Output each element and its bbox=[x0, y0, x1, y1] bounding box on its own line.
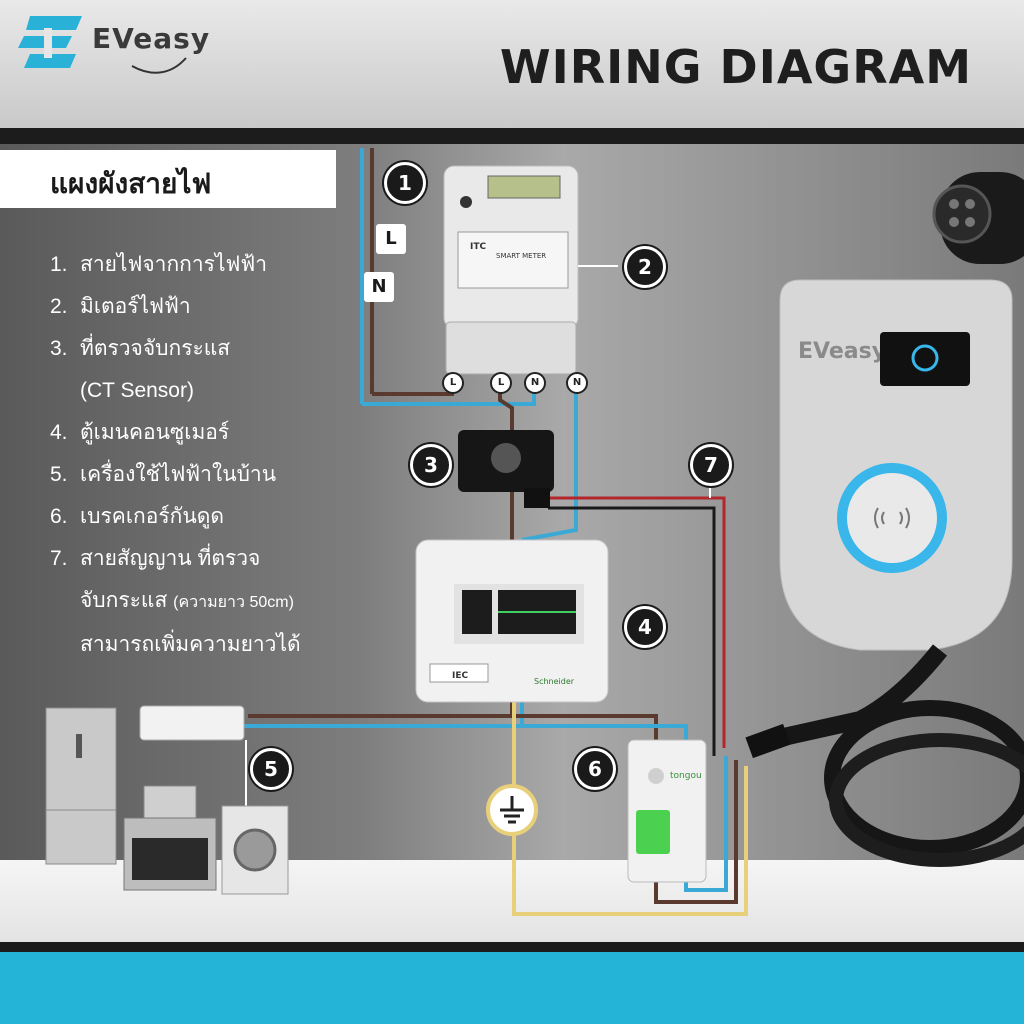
badge-6: 6 bbox=[574, 748, 616, 790]
legend-item-continuation: จับกระแส (ความยาว 50cm) bbox=[80, 589, 294, 612]
live-line-label: L bbox=[376, 224, 406, 254]
charger-brand: EVeasy bbox=[798, 339, 886, 364]
rcbo-live-in-wire bbox=[512, 714, 658, 748]
consumer-unit: IEC Schneider bbox=[415, 539, 609, 703]
rcbo-brand: tongou bbox=[670, 771, 702, 781]
meter-label: SMART METER bbox=[496, 252, 546, 260]
earth-ground-icon bbox=[486, 784, 538, 836]
appliance-neutral-wire bbox=[244, 700, 524, 728]
badge-7: 7 bbox=[690, 444, 732, 486]
logo-icon bbox=[18, 16, 82, 68]
header-band bbox=[0, 0, 1024, 128]
ct-signal-black-wire bbox=[548, 506, 716, 756]
legend-item: 5.เครื่องใช้ไฟฟ้าในบ้าน bbox=[50, 463, 277, 486]
legend-list: 1.สายไฟจากการไฟฟ้า 2.มิเตอร์ไฟฟ้า 3.ที่ต… bbox=[50, 244, 301, 666]
charger-cable-coil bbox=[824, 700, 1024, 856]
footer-band bbox=[0, 952, 1024, 1024]
legend-heading: แผงผังสายไฟ bbox=[50, 167, 212, 200]
panel-brand: Schneider bbox=[534, 677, 575, 686]
page-title: WIRING DIAGRAM bbox=[499, 40, 972, 94]
legend-item-continuation: (CT Sensor) bbox=[80, 379, 194, 402]
meter-live-in-wire bbox=[372, 380, 454, 396]
legend-item-continuation: สามารถเพิ่มความยาวได้ bbox=[80, 633, 301, 656]
legend-item: 4.ตู้เมนคอนซูเมอร์ bbox=[50, 421, 230, 444]
meter-terminal: L bbox=[490, 372, 512, 394]
badge-4: 4 bbox=[624, 606, 666, 648]
meter-neutral-out-wire bbox=[521, 380, 578, 542]
cable-gland bbox=[745, 723, 791, 759]
legend-item: 6.เบรคเกอร์กันดูด bbox=[50, 505, 224, 528]
meter-terminal: N bbox=[566, 372, 588, 394]
microwave bbox=[143, 785, 197, 821]
ct-signal-red-wire bbox=[548, 496, 726, 748]
charging-plug-icon bbox=[932, 172, 1024, 264]
footer-divider bbox=[0, 942, 1024, 952]
neutral-line-label: N bbox=[364, 272, 394, 302]
charger-neutral-wire bbox=[684, 756, 728, 892]
meter-terminal: N bbox=[524, 372, 546, 394]
badge-2: 2 bbox=[624, 246, 666, 288]
legend-heading-box bbox=[0, 150, 336, 208]
air-conditioner bbox=[139, 705, 245, 741]
refrigerator bbox=[45, 707, 117, 865]
logo-cord-icon bbox=[131, 57, 187, 74]
ev-charger: EVeasy bbox=[779, 279, 1013, 651]
meter-brand: ITC bbox=[470, 242, 486, 252]
nfc-wave-icon bbox=[874, 507, 910, 529]
charger-live-wire bbox=[654, 760, 738, 904]
appliances bbox=[45, 705, 289, 895]
legend-item: 1.สายไฟจากการไฟฟ้า bbox=[50, 253, 268, 276]
legend-item: 2.มิเตอร์ไฟฟ้า bbox=[50, 295, 191, 318]
legend-item: 3.ที่ตรวจจับกระแส bbox=[50, 337, 231, 360]
header-divider bbox=[0, 128, 1024, 144]
electric-meter: ITC SMART METER bbox=[443, 165, 618, 375]
badge-1: 1 bbox=[384, 162, 426, 204]
brand-logo-text: EVeasy bbox=[92, 22, 211, 55]
rcbo-breaker: tongou bbox=[627, 739, 707, 883]
ct-sensor bbox=[458, 430, 554, 508]
panel-cert: IEC bbox=[452, 671, 468, 681]
badge-5: 5 bbox=[250, 748, 292, 790]
badge-3: 3 bbox=[410, 444, 452, 486]
legend-item: 7.สายสัญญาน ที่ตรวจ bbox=[50, 547, 261, 570]
meter-terminal: L bbox=[442, 372, 464, 394]
